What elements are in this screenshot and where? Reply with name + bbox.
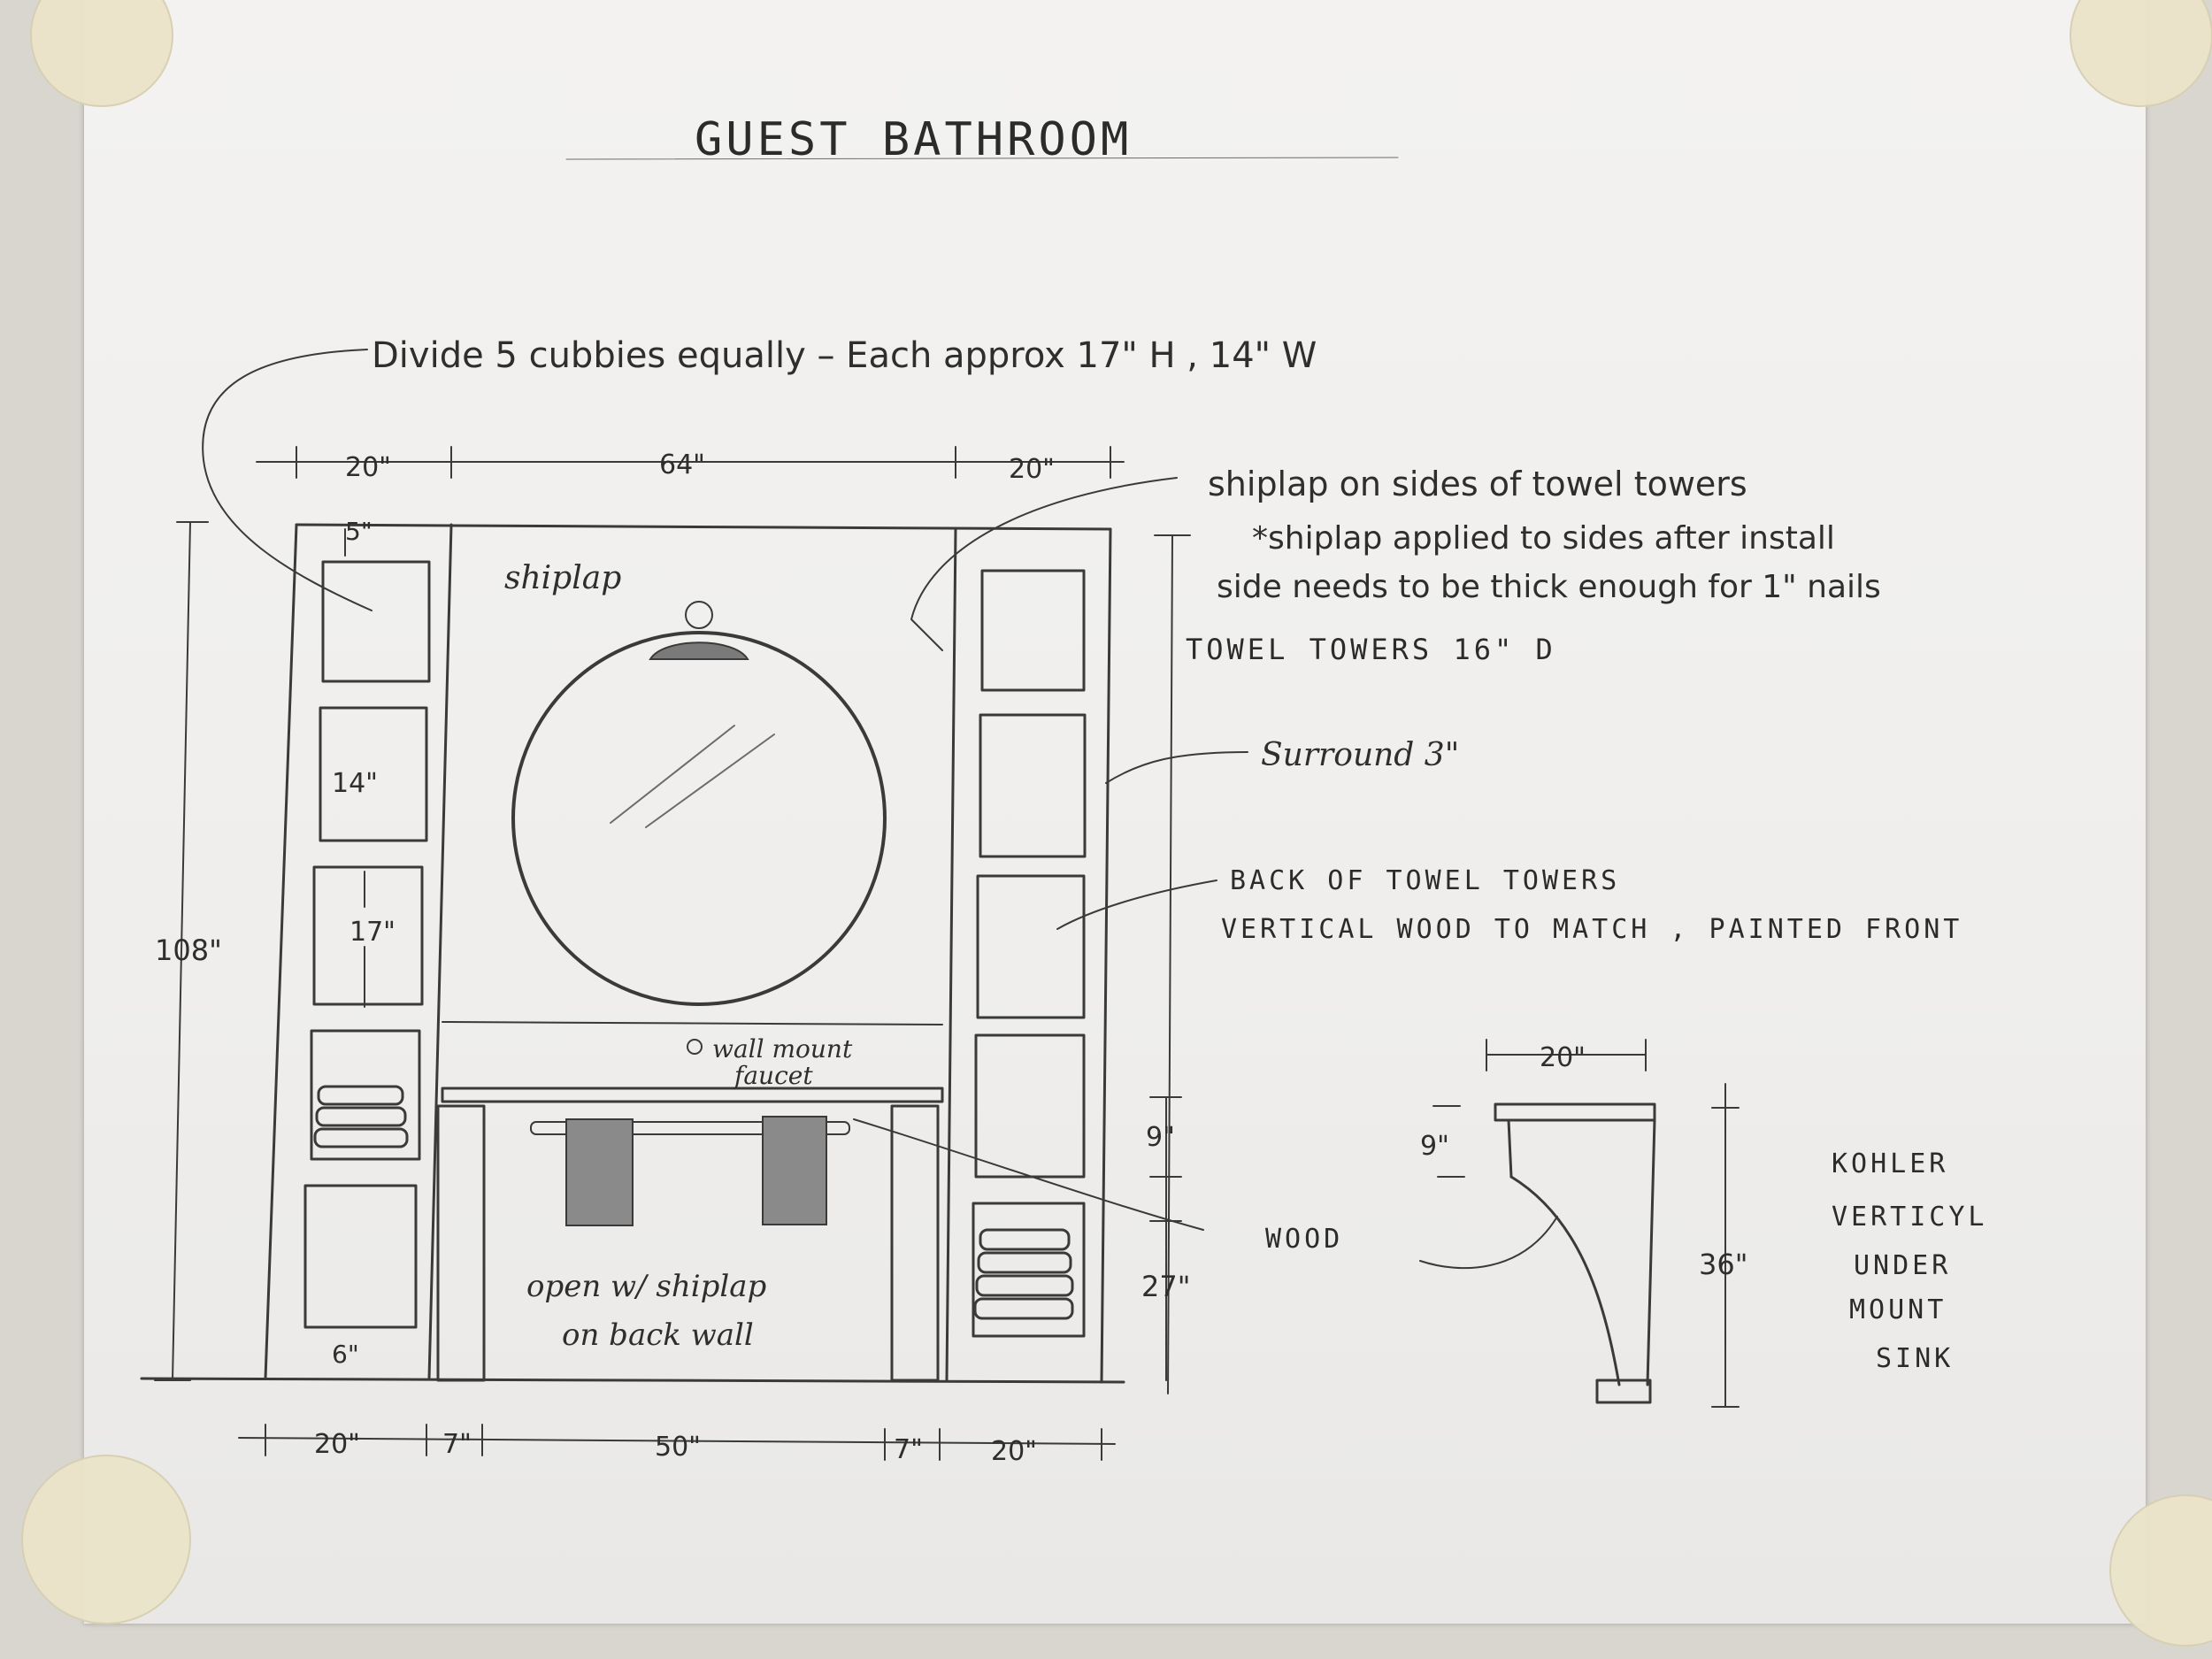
dim-top-right: 20" <box>1009 454 1055 485</box>
note-shiplap-towers: shiplap on sides of towel towers <box>1208 465 1747 503</box>
label-open-2: on back wall <box>562 1317 754 1353</box>
label-sink-1: KOHLER <box>1832 1148 1948 1179</box>
dim-vanity-top: 9" <box>1146 1122 1175 1153</box>
faucet-icon <box>687 1039 703 1055</box>
label-open-1: open w/ shiplap <box>526 1269 766 1304</box>
dim-side-width: 20" <box>1540 1042 1586 1073</box>
dim-bottom-leg-left: 7" <box>442 1429 472 1460</box>
vanity-side-view <box>1419 1039 1740 1408</box>
mirror-glare-2 <box>645 733 775 828</box>
note-towel-depth: TOWEL TOWERS 16" D <box>1186 633 1556 666</box>
height-dimension <box>154 521 209 1381</box>
note-back-towers-1: BACK OF TOWEL TOWERS <box>1230 865 1620 896</box>
label-wood: WOOD <box>1265 1224 1343 1255</box>
tape-bottom-left <box>21 1455 191 1624</box>
title-guide-line <box>565 157 1399 160</box>
dim-height: 108" <box>155 933 222 967</box>
dim-bottom-right: 20" <box>991 1436 1037 1467</box>
note-back-towers-2: VERTICAL WOOD TO MATCH , PAINTED FRONT <box>1221 914 1962 945</box>
dim-top-left: 20" <box>345 452 391 483</box>
label-sink-4: MOUNT <box>1849 1294 1947 1325</box>
dim-side-height: 36" <box>1699 1248 1747 1281</box>
round-mirror <box>511 631 887 1006</box>
tape-top-right <box>2070 0 2212 107</box>
label-faucet-2: faucet <box>733 1061 813 1090</box>
dim-cubby-height: 17" <box>349 917 396 948</box>
right-tower-cubbies <box>972 569 1087 1338</box>
dim-vanity-height: 27" <box>1141 1270 1190 1303</box>
label-sink-3: UNDER <box>1854 1250 1951 1281</box>
mirror-glare-1 <box>610 725 735 824</box>
tape-bottom-right <box>2109 1494 2212 1647</box>
dim-side-top: 9" <box>1420 1131 1449 1162</box>
leader-wood <box>853 1118 1204 1231</box>
label-shiplap: shiplap <box>504 560 621 596</box>
label-sink-5: SINK <box>1876 1343 1954 1374</box>
label-faucet-1: wall mount <box>712 1034 853 1064</box>
note-shiplap-applied: *shiplap applied to sides after install <box>1252 520 1835 557</box>
leader-cubbies <box>202 349 373 611</box>
vanity <box>436 1021 944 1382</box>
right-towels-icon <box>973 1228 1074 1320</box>
label-sink-2: VERTICYL <box>1832 1202 1988 1233</box>
dim-bottom-mid: 50" <box>655 1432 701 1463</box>
leader-back-towers <box>1056 879 1217 930</box>
dim-bottom-leg-right: 7" <box>894 1434 923 1465</box>
sconce-light-icon <box>649 601 749 660</box>
vanity-dimension <box>1149 1096 1182 1381</box>
leader-surround <box>1105 751 1248 784</box>
bottom-dimension-line <box>238 1424 1116 1461</box>
note-surround: Surround 3" <box>1261 737 1459 773</box>
note-cubbies: Divide 5 cubbies equally – Each approx 1… <box>372 335 1317 376</box>
left-tower-cubbies <box>303 560 431 1329</box>
top-dimension-line <box>256 446 1125 479</box>
hand-towels-icon <box>565 1116 827 1226</box>
leader-shiplap <box>910 477 1178 651</box>
dim-bottom-left: 20" <box>314 1429 360 1460</box>
dim-cubby-width: 14" <box>332 768 378 799</box>
dim-cubby-gap: 5" <box>345 517 373 546</box>
page-title: GUEST BATHROOM <box>695 113 1132 166</box>
frame-outline <box>140 523 1191 1394</box>
dim-top-mid: 64" <box>659 449 705 480</box>
tape-top-left <box>30 0 173 107</box>
note-side-thick: side needs to be thick enough for 1" nai… <box>1217 569 1881 605</box>
dim-bottom-gap: 6" <box>332 1340 359 1369</box>
left-towels-icon <box>313 1085 409 1148</box>
